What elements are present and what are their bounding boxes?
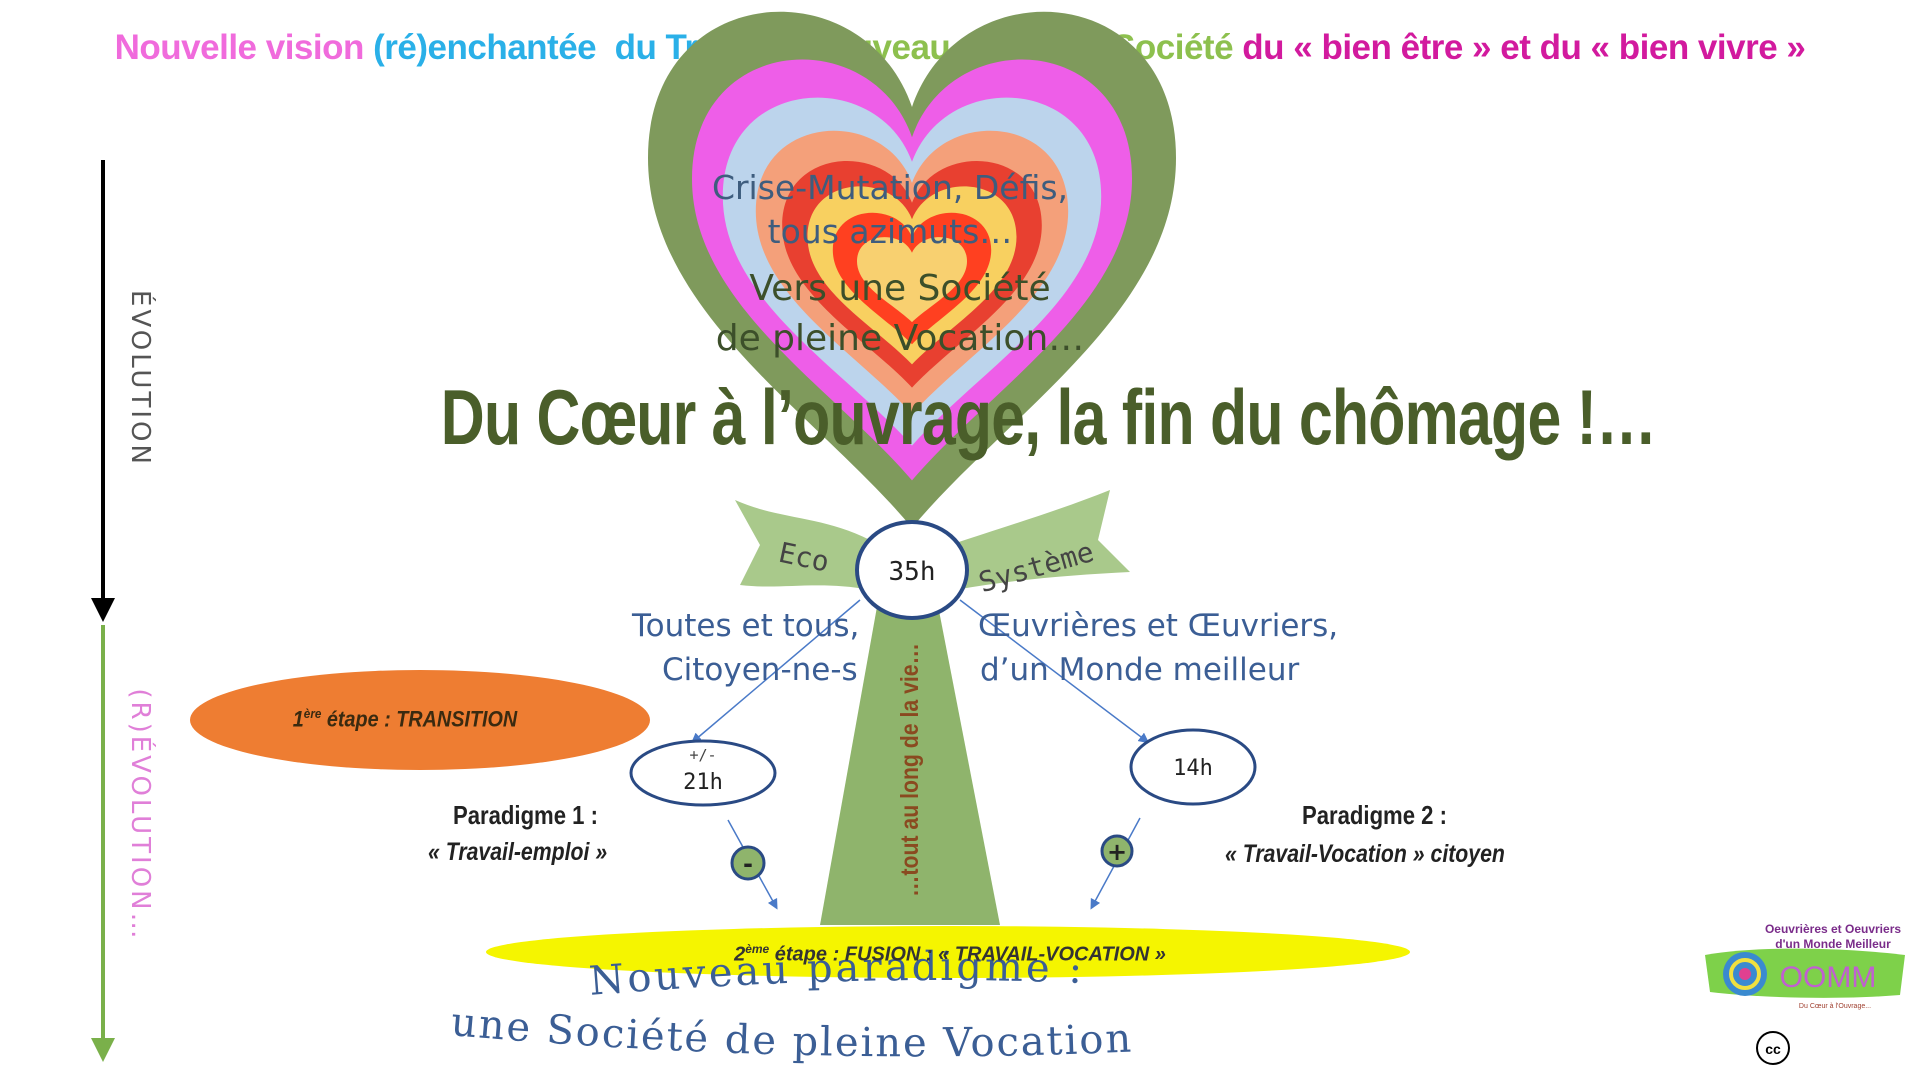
right-group-line2: d’un Monde meilleur xyxy=(980,652,1300,688)
hours-35-text: 35h xyxy=(889,557,936,587)
trunk-text: …tout au long de la vie… xyxy=(895,643,923,897)
stage1-number: 1 xyxy=(292,706,304,732)
paradigm2-title: Paradigme 2 : xyxy=(1302,800,1447,830)
nc-icon xyxy=(1829,1031,1851,1053)
hours-14-text: 14h xyxy=(1173,756,1213,781)
logo-acronym: OOMM xyxy=(1780,961,1877,994)
heart-text-line2: tous azimuts… xyxy=(767,212,1013,251)
title-part-1: Nouvelle vision xyxy=(114,28,374,67)
new-paradigm-line2: une Société de pleine Vocation xyxy=(449,999,1134,1066)
hours-35-circle xyxy=(855,520,969,620)
title-part-4: du « bien être » et du « bien vivre » xyxy=(1242,28,1806,67)
tree-trunk xyxy=(820,590,1000,925)
revolution-label: (R)ÉVOLUTION… xyxy=(125,688,155,942)
heart-text-line3: Vers une Société xyxy=(749,268,1051,309)
logo-line1: Oeuvrières et Oeuvriers xyxy=(1764,922,1902,936)
main-slogan: Du Cœur à l’ouvrage, la fin du chômage !… xyxy=(440,373,1657,461)
cc-nc-label: NC xyxy=(1836,1060,1848,1069)
heart-text-line4: de pleine Vocation… xyxy=(715,318,1085,359)
logo-line2: d'un Monde Meilleur xyxy=(1775,937,1891,951)
logo-tagline: Du Cœur à l'Ouvrage... xyxy=(1798,1003,1872,1010)
paradigm1-title: Paradigme 1 : xyxy=(453,800,598,830)
oomm-logo: OOMM xyxy=(1705,948,1905,998)
cc-icon-glyph: cc xyxy=(1765,1041,1781,1057)
paradigm2-subtitle: « Travail-Vocation » citoyen xyxy=(1225,840,1505,868)
plus-symbol: + xyxy=(1107,838,1127,866)
arrow-to-14h xyxy=(959,599,1150,744)
paradigm1-subtitle: « Travail-emploi » xyxy=(428,838,608,866)
hours-21-text: 21h xyxy=(683,770,723,795)
minus-symbol: - xyxy=(743,850,753,878)
stage2-number: 2 xyxy=(734,943,746,966)
by-icon xyxy=(1801,1031,1823,1053)
cc-labels: BY NC SA xyxy=(1800,1060,1890,1069)
ecosystem-ribbon-right xyxy=(950,490,1130,590)
plus-circle xyxy=(1100,834,1134,868)
cc-sa-label: SA xyxy=(1864,1060,1876,1069)
evolution-label: ÉVOLUTION xyxy=(125,290,155,467)
stage2-ellipse xyxy=(486,926,1410,978)
cc-icon xyxy=(1756,1031,1790,1065)
stage1-label: 1ère étape : TRANSITION xyxy=(225,706,585,732)
hours-21-small-text: +/- xyxy=(689,746,716,764)
stage1-ellipse xyxy=(190,670,650,770)
stage2-text: étape : FUSION : « TRAVAIL-VOCATION » xyxy=(769,943,1166,966)
hours-14-circle xyxy=(1129,728,1257,806)
stage1-text: étape : TRANSITION xyxy=(321,706,518,732)
sa-icon xyxy=(1857,1031,1879,1053)
new-paradigm-line2-path: une Société de pleine Vocation xyxy=(449,999,1132,1066)
stage1-sup: ère xyxy=(303,706,322,721)
hours-21-circle xyxy=(629,739,777,807)
left-group-line1: Toutes et tous, xyxy=(632,608,860,644)
stage2-label: 2ème étape : FUSION : « TRAVAIL-VOCATION… xyxy=(500,942,1400,967)
arrow-to-21h xyxy=(690,599,861,744)
logo-mandala-ring xyxy=(1729,958,1761,990)
minus-circle xyxy=(730,845,766,881)
logo-mandala-center xyxy=(1739,968,1751,980)
cc-by-label: BY xyxy=(1808,1060,1820,1069)
right-group-line1: Œuvrières et Œuvriers, xyxy=(978,608,1339,644)
stage2-sup: ème xyxy=(745,942,770,956)
left-group-line2: Citoyen-ne-s xyxy=(662,652,858,688)
heart-text-line1: Crise-Mutation, Défis, xyxy=(711,168,1069,207)
ecosystem-ribbon-left xyxy=(735,500,870,590)
cc-license-icons: cc xyxy=(1756,1031,1879,1065)
